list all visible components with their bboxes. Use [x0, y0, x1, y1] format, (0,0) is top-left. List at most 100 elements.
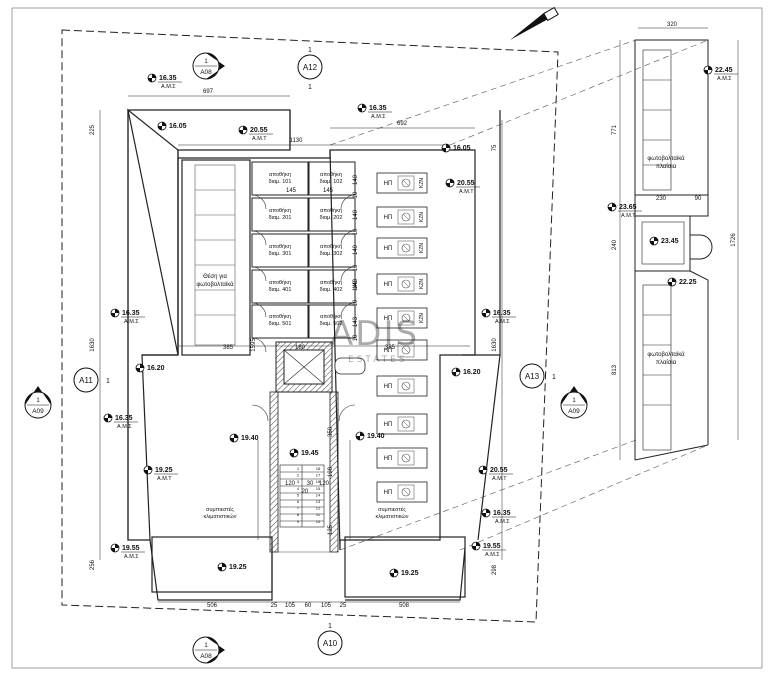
pv-top-label-2: πλαίσια — [656, 164, 677, 170]
stair-step: 15 — [316, 486, 321, 491]
section-label: A09 — [568, 408, 580, 415]
level-value: 19.40 — [367, 433, 385, 440]
pv-roof-label-2: φωτοβολταϊκά — [196, 281, 234, 288]
level-markers: 16.35Α.Μ.Σ16.0520.55Α.Μ.Τ16.35Α.Μ.Σ16.05… — [103, 65, 738, 578]
storage-block — [251, 161, 356, 339]
level-value: 19.25 — [155, 467, 173, 474]
dim-d1630b: 1630 — [492, 338, 498, 352]
storage-302: αποθήκη — [320, 243, 342, 250]
level-l12: 19.25 — [217, 562, 247, 572]
level-l25: 22.25 — [667, 277, 697, 287]
level-value: 20.55 — [250, 127, 268, 134]
storage-402: αποθήκη — [320, 279, 342, 286]
level-sub: Α.Μ.Σ — [495, 319, 510, 325]
hp-label: ΗΠ — [384, 282, 393, 288]
level-l11: 19.55Α.Μ.Σ — [110, 543, 145, 560]
dim-d1595: 1595 — [251, 338, 257, 352]
level-value: 16.35 — [493, 510, 511, 517]
dim-d1130: 1130 — [290, 138, 304, 144]
dim-d385b: 385 — [385, 345, 396, 351]
section-label: A08 — [200, 69, 212, 76]
heat-pump-unit: ΗΠ ΚΖΝ — [376, 172, 428, 194]
upper-roof-detail — [634, 39, 713, 461]
hp-label: ΗΠ — [384, 456, 393, 462]
section-num: 1 — [572, 398, 576, 404]
pv-roof-label: Θέση για — [203, 273, 227, 280]
level-value: 23.45 — [661, 238, 679, 245]
storage-labels: αποθήκη διαμ. 101 αποθήκη διαμ. 102 αποθ… — [269, 171, 343, 327]
stair-step: 12 — [316, 506, 321, 511]
storage-101: αποθήκη — [269, 171, 291, 178]
dim-d105a: 105 — [285, 603, 296, 609]
stair-step: 14 — [316, 492, 321, 497]
pv-bottom-label-2: πλαίσια — [656, 360, 677, 366]
section-label: A13 — [525, 372, 540, 381]
level-l22: 22.45Α.Μ.Σ — [703, 65, 738, 82]
level-l1: 16.35Α.Μ.Σ — [147, 73, 182, 90]
storage-202: αποθήκη — [320, 207, 342, 214]
section-label: A12 — [303, 63, 318, 72]
hp-label: ΗΠ — [384, 181, 393, 187]
section-label: A11 — [79, 376, 93, 385]
dim-d350: 350 — [328, 426, 334, 437]
kzn-label: ΚΖΝ — [419, 212, 425, 222]
stair-step: 7 — [297, 506, 300, 511]
level-l5: 16.05 — [441, 143, 471, 153]
dim-d692: 692 — [397, 121, 408, 127]
level-l24: 23.45 — [649, 236, 679, 246]
kzn-label: ΚΖΝ — [419, 279, 425, 289]
level-value: 16.05 — [453, 145, 471, 152]
north-arrow — [510, 6, 559, 40]
dim-d90: 90 — [695, 196, 702, 202]
stair-step: 4 — [297, 486, 300, 491]
level-l17: 16.35Α.Μ.Σ — [481, 308, 516, 325]
level-l9: 16.35Α.Μ.Σ — [103, 413, 138, 430]
level-value: 19.25 — [401, 570, 419, 577]
kzn-label: ΚΖΝ — [419, 178, 425, 188]
stair-step: 3 — [297, 479, 300, 484]
section-digit: 1 — [308, 84, 312, 91]
pv-roof-panels — [194, 164, 236, 346]
dim-d230: 230 — [656, 196, 667, 202]
stair-step: 16 — [316, 479, 321, 484]
storage-501-sub: διαμ. 501 — [269, 321, 292, 327]
storage-301-sub: διαμ. 301 — [269, 251, 292, 257]
stair-step: 8 — [297, 512, 300, 517]
section-label: A10 — [323, 639, 338, 648]
watermark-brand: ADIS — [330, 314, 419, 354]
heat-pump-unit: ΗΠ ΚΖΝ — [376, 273, 428, 295]
level-sub: Α.Μ.Σ — [124, 554, 139, 560]
level-sub: Α.Μ.Σ — [117, 424, 132, 430]
level-sub: Α.Μ.Τ — [621, 213, 636, 219]
storage-301: αποθήκη — [269, 243, 291, 250]
dim-d125: 125 — [328, 524, 334, 535]
level-value: 16.20 — [463, 369, 481, 376]
level-sub: Α.Μ.Σ — [717, 76, 732, 82]
dim-v10c: 10 — [353, 264, 359, 271]
dim-d75: 75 — [492, 144, 498, 151]
stair-step: 10 — [316, 519, 321, 524]
level-l8: 16.20 — [135, 363, 165, 373]
dim-d697: 697 — [203, 89, 214, 95]
level-l4: 16.35Α.Μ.Σ — [357, 103, 392, 120]
ac-right-label: συμπιεστές — [378, 506, 406, 513]
level-value: 20.55 — [457, 180, 475, 187]
level-l10: 19.25Α.Μ.Τ — [143, 465, 178, 482]
level-l15: 19.40 — [355, 431, 385, 441]
dim-v10a: 10 — [353, 191, 359, 198]
level-l21: 19.25 — [389, 568, 419, 578]
ac-left-label: συμπιεστές — [206, 506, 234, 513]
stair-step: 9 — [297, 519, 300, 524]
storage-401-sub: διαμ. 401 — [269, 287, 292, 293]
stair-step: 2 — [297, 473, 300, 478]
dim-d256: 256 — [90, 559, 96, 570]
dim-v10d: 10 — [353, 299, 359, 306]
